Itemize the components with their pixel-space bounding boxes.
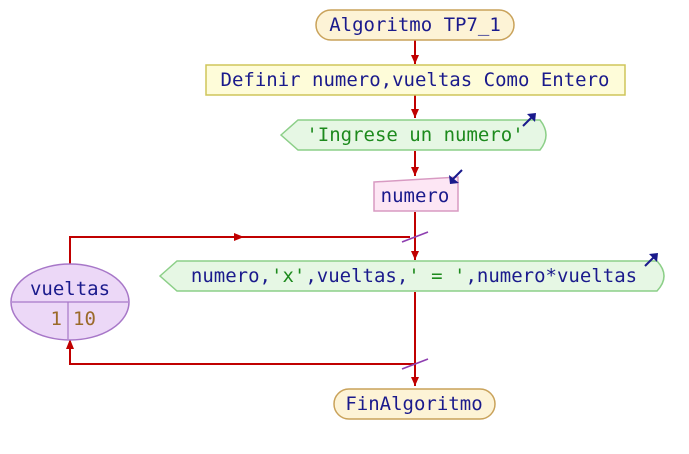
loop-junction-bottom-mark [401, 358, 429, 370]
write-ingrese-output[interactable]: 'Ingrese un numero' [279, 113, 547, 151]
define-keyword: Definir [221, 69, 301, 91]
define-text: Definir numero,vueltas Como Entero [221, 69, 610, 91]
define-keyword2: Como [484, 69, 530, 91]
start-terminal[interactable]: Algoritmo TP7_1 [315, 9, 515, 41]
write-result-text: numero,'x',vueltas,' = ',numero*vueltas [191, 265, 637, 287]
loop-top-arrowhead [234, 233, 244, 241]
loop-variable: vueltas [30, 278, 110, 300]
for-loop-node[interactable]: vueltas 1 10 [10, 263, 130, 341]
end-label: FinAlgoritmo [345, 393, 482, 415]
loop-top-path [69, 236, 410, 265]
loop-junction-top-mark [401, 231, 429, 243]
output-arrow-icon [522, 113, 536, 127]
loop-bottom-path [69, 340, 415, 365]
loop-bottom-arrowhead [66, 339, 74, 349]
define-process[interactable]: Definir numero,vueltas Como Entero [205, 64, 626, 96]
write-result-output[interactable]: numero,'x',vueltas,' = ',numero*vueltas [158, 253, 665, 292]
read-numero-text: numero [381, 185, 450, 207]
define-vars: numero,vueltas [312, 69, 472, 91]
read-numero-input[interactable]: numero [373, 169, 463, 212]
output-arrow-icon [644, 253, 658, 267]
start-label: Algoritmo TP7_1 [329, 14, 501, 36]
input-arrow-icon [449, 169, 463, 184]
define-type: Entero [541, 69, 610, 91]
loop-from: 1 [51, 308, 62, 330]
loop-to: 10 [73, 308, 96, 330]
write-ingrese-text: 'Ingrese un numero' [306, 124, 523, 146]
end-terminal[interactable]: FinAlgoritmo [333, 388, 496, 420]
